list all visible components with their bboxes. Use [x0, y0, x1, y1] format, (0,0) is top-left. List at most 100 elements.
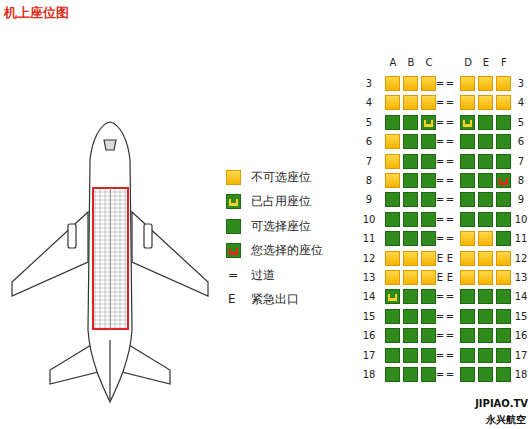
seat	[496, 212, 511, 227]
legend-swatch	[226, 170, 241, 185]
aisle-mark: =	[445, 194, 455, 206]
seat	[385, 270, 400, 285]
aisle-mark: =	[445, 311, 455, 323]
seat	[403, 212, 418, 227]
column-letter: D	[459, 57, 477, 69]
seat	[385, 173, 400, 188]
legend-swatch	[226, 219, 241, 234]
seat	[496, 115, 511, 130]
legend-text: 过道	[251, 268, 275, 282]
seat	[421, 328, 436, 343]
aisle-mark: =	[435, 291, 445, 303]
seat	[496, 192, 511, 207]
aisle-mark: =	[445, 117, 455, 129]
seat	[421, 367, 436, 382]
seat	[403, 367, 418, 382]
seat	[496, 309, 511, 324]
aisle-mark: E	[445, 272, 455, 284]
seat	[478, 192, 493, 207]
row-number: 8	[512, 175, 530, 187]
seat	[403, 154, 418, 169]
seat	[385, 154, 400, 169]
seat	[403, 289, 418, 304]
aisle-mark: =	[445, 369, 455, 381]
seat	[496, 367, 511, 382]
legend-text: 紧急出口	[251, 292, 299, 306]
seat	[478, 173, 493, 188]
seat	[478, 367, 493, 382]
seat	[496, 134, 511, 149]
column-letter: C	[420, 57, 438, 69]
row-number: 17	[360, 350, 378, 362]
seat	[460, 367, 475, 382]
seat	[478, 95, 493, 110]
aisle-mark: =	[445, 330, 455, 342]
seat	[460, 212, 475, 227]
aisle-mark: E	[435, 253, 445, 265]
watermark: 永兴航空	[486, 413, 526, 427]
aisle-mark: =	[445, 97, 455, 109]
row-number: 4	[360, 97, 378, 109]
row-number: 12	[512, 253, 530, 265]
seat	[478, 231, 493, 246]
aisle-mark: E	[435, 272, 445, 284]
aisle-mark: =	[435, 330, 445, 342]
seat	[421, 289, 436, 304]
seat	[385, 367, 400, 382]
aisle-mark: =	[435, 311, 445, 323]
seat	[403, 270, 418, 285]
seat	[478, 289, 493, 304]
aisle-mark: =	[445, 156, 455, 168]
seat	[385, 76, 400, 91]
row-number: 14	[512, 291, 530, 303]
aisle-mark: =	[445, 233, 455, 245]
seat	[460, 328, 475, 343]
row-number: 15	[360, 311, 378, 323]
seat	[460, 192, 475, 207]
aisle-mark: =	[435, 194, 445, 206]
seat	[496, 328, 511, 343]
aisle-mark: =	[435, 117, 445, 129]
column-letter: E	[477, 57, 495, 69]
aisle-mark: =	[445, 175, 455, 187]
watermark: JIPIAO.TV	[475, 398, 528, 409]
seat	[421, 173, 436, 188]
seat	[385, 192, 400, 207]
seat	[460, 173, 475, 188]
seat	[460, 270, 475, 285]
seat	[460, 76, 475, 91]
seat	[496, 231, 511, 246]
seat	[403, 348, 418, 363]
seat	[478, 212, 493, 227]
seat	[460, 348, 475, 363]
seat	[385, 348, 400, 363]
column-letter: A	[384, 57, 402, 69]
seat	[403, 192, 418, 207]
seat	[403, 115, 418, 130]
legend-occupied-icon	[226, 194, 241, 209]
seat	[496, 348, 511, 363]
seat	[496, 270, 511, 285]
seat	[421, 251, 436, 266]
aisle-mark: =	[435, 214, 445, 226]
seat	[460, 251, 475, 266]
seat	[421, 231, 436, 246]
row-number: 3	[360, 78, 378, 90]
seat	[460, 231, 475, 246]
seat	[421, 348, 436, 363]
aisle-mark: =	[435, 233, 445, 245]
seat	[385, 212, 400, 227]
row-number: 5	[512, 117, 530, 129]
legend-text: 不可选座位	[251, 170, 311, 184]
row-number: 13	[512, 272, 530, 284]
seat	[496, 289, 511, 304]
legend-symbol: E	[228, 292, 236, 306]
seat	[421, 309, 436, 324]
seat	[421, 95, 436, 110]
row-number: 6	[360, 136, 378, 148]
row-number: 8	[360, 175, 378, 187]
seat	[496, 173, 511, 188]
seat	[460, 134, 475, 149]
seat	[421, 76, 436, 91]
